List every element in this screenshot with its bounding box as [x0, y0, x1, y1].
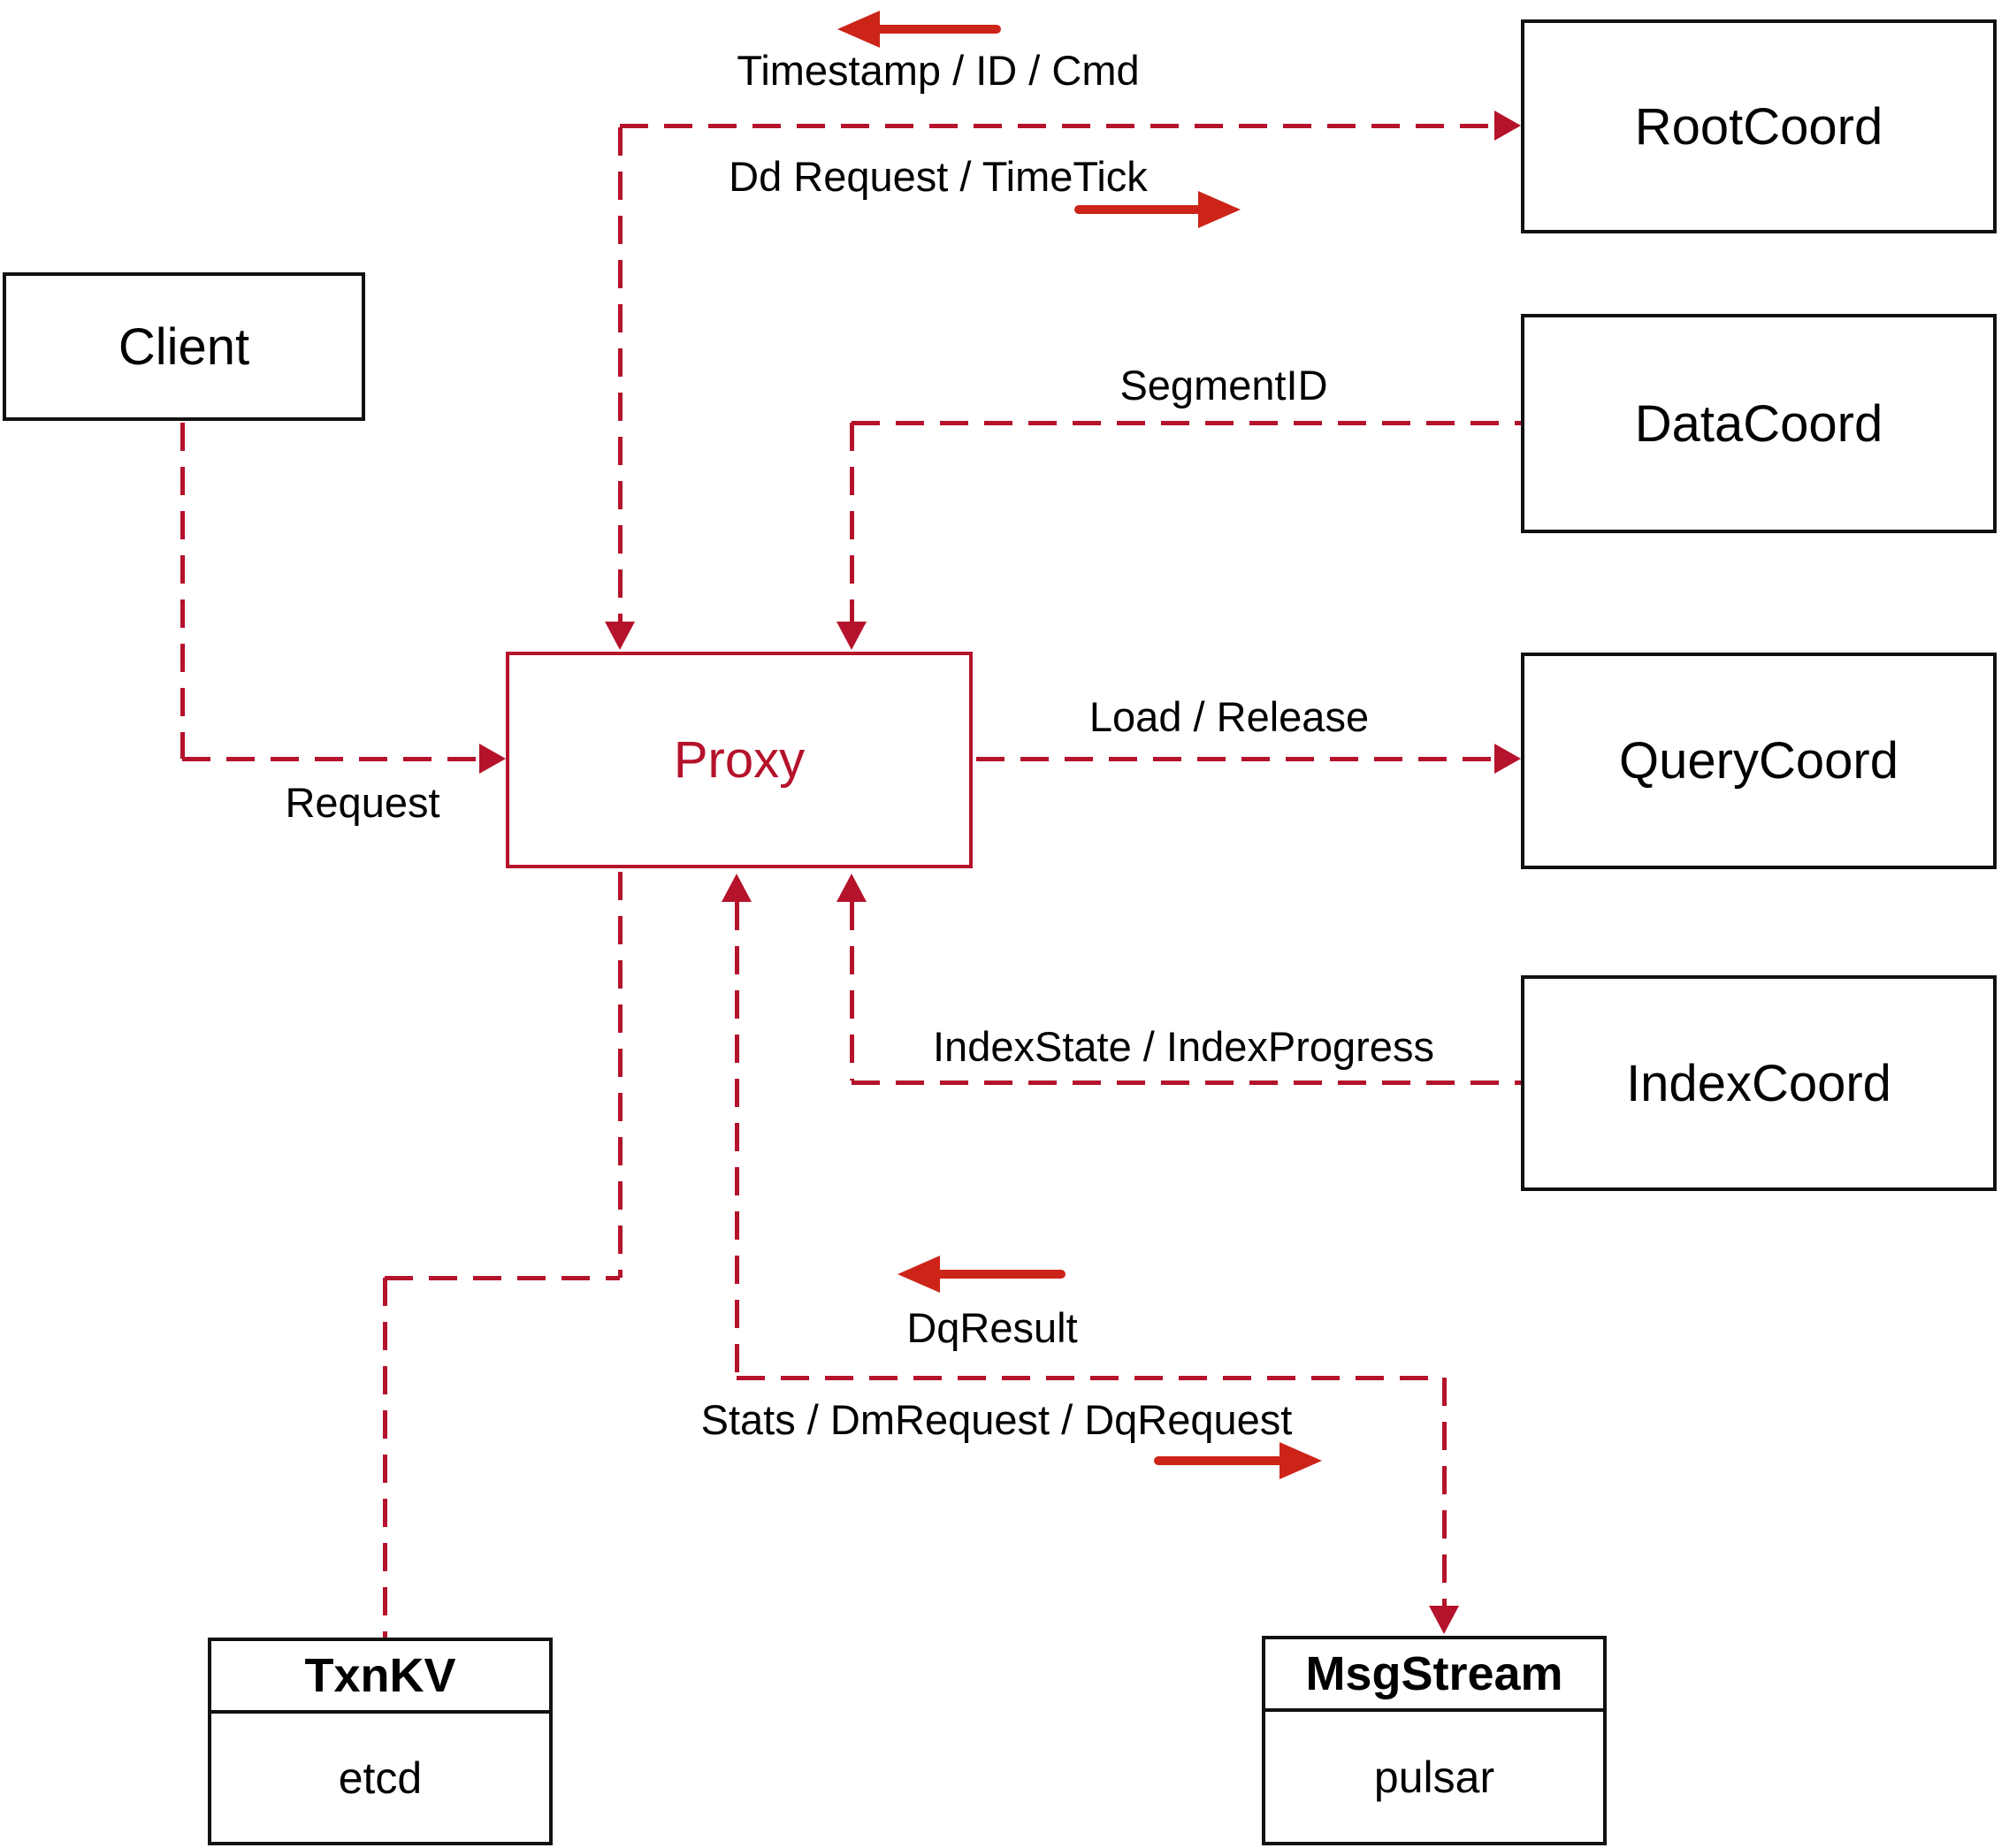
edge-label-dd-request: Dd Request / TimeTick — [729, 153, 1148, 200]
node-msgstream-sub: pulsar — [1373, 1752, 1495, 1802]
arrowhead-into-proxy-top-right-icon — [836, 622, 867, 650]
node-client: Client — [3, 272, 365, 421]
node-txnkv: TxnKV etcd — [208, 1638, 553, 1845]
edge-proxy-txnkv-vertical-lower — [383, 1278, 387, 1638]
node-proxy: Proxy — [506, 652, 973, 868]
edge-label-request: Request — [285, 779, 440, 826]
edge-label-index-state: IndexState / IndexProgress — [933, 1023, 1434, 1070]
flow-left-arrow-timestamp-icon — [837, 11, 1001, 48]
edge-label-timestamp: Timestamp / ID / Cmd — [737, 47, 1140, 94]
arrow-shaft — [873, 25, 1001, 34]
node-client-label: Client — [118, 317, 250, 376]
edge-proxy-msgstream-horizontal — [737, 1376, 1444, 1380]
node-datacoord: DataCoord — [1521, 314, 1997, 533]
node-txnkv-title: TxnKV — [211, 1641, 549, 1714]
edge-datacoord-proxy-vertical — [850, 423, 854, 623]
arrowhead-into-proxy-bottom-right-icon — [836, 874, 867, 902]
node-txnkv-sub: etcd — [338, 1753, 423, 1803]
arrow-shaft — [1074, 205, 1205, 214]
node-datacoord-label: DataCoord — [1634, 394, 1883, 453]
arrowhead-into-proxy-bottom-left-icon — [722, 874, 752, 902]
node-querycoord: QueryCoord — [1521, 653, 1997, 869]
node-msgstream-title: MsgStream — [1265, 1639, 1603, 1712]
node-proxy-label: Proxy — [673, 731, 806, 789]
node-indexcoord: IndexCoord — [1521, 975, 1997, 1191]
node-rootcoord: RootCoord — [1521, 19, 1997, 233]
edge-client-proxy-vertical — [180, 423, 185, 759]
edge-proxy-msgstream-vertical-upper — [735, 902, 739, 1378]
edge-label-dq-result: DqResult — [906, 1304, 1078, 1351]
arrowhead-into-rootcoord-icon — [1494, 111, 1521, 141]
node-rootcoord-label: RootCoord — [1634, 97, 1883, 156]
edge-datacoord-proxy-horizontal — [852, 421, 1521, 425]
edge-indexcoord-proxy-vertical — [850, 902, 854, 1081]
edge-proxy-rootcoord-vertical — [618, 127, 623, 622]
arrowhead-into-querycoord-icon — [1494, 744, 1521, 774]
arrowhead-into-msgstream-icon — [1429, 1606, 1459, 1634]
edge-client-proxy-horizontal — [182, 757, 481, 761]
node-indexcoord-label: IndexCoord — [1626, 1054, 1891, 1112]
edge-proxy-txnkv-horizontal — [385, 1276, 620, 1280]
edge-proxy-txnkv-vertical-upper — [618, 872, 623, 1278]
node-querycoord-label: QueryCoord — [1619, 732, 1898, 790]
flow-right-arrow-stats-icon — [1154, 1442, 1322, 1479]
arrowhead-into-proxy-left-icon — [479, 744, 506, 774]
arrow-head-icon — [1198, 191, 1241, 228]
edge-indexcoord-proxy-horizontal — [852, 1081, 1521, 1085]
edge-label-load-release: Load / Release — [1089, 693, 1370, 740]
arrow-head-icon — [1279, 1442, 1322, 1479]
edge-label-segment-id: SegmentID — [1119, 362, 1328, 409]
edge-proxy-querycoord-horizontal — [976, 757, 1496, 761]
flow-right-arrow-ddrequest-icon — [1074, 191, 1241, 228]
flow-left-arrow-dqresult-icon — [898, 1256, 1066, 1293]
arrow-shaft — [1154, 1456, 1287, 1465]
edge-proxy-msgstream-vertical-lower — [1442, 1378, 1447, 1606]
node-msgstream: MsgStream pulsar — [1262, 1636, 1607, 1845]
edge-proxy-rootcoord-horizontal — [620, 124, 1496, 128]
edge-label-stats: Stats / DmRequest / DqRequest — [700, 1396, 1293, 1443]
arrowhead-into-proxy-top-left-icon — [605, 622, 635, 650]
arrow-shaft — [933, 1270, 1066, 1279]
